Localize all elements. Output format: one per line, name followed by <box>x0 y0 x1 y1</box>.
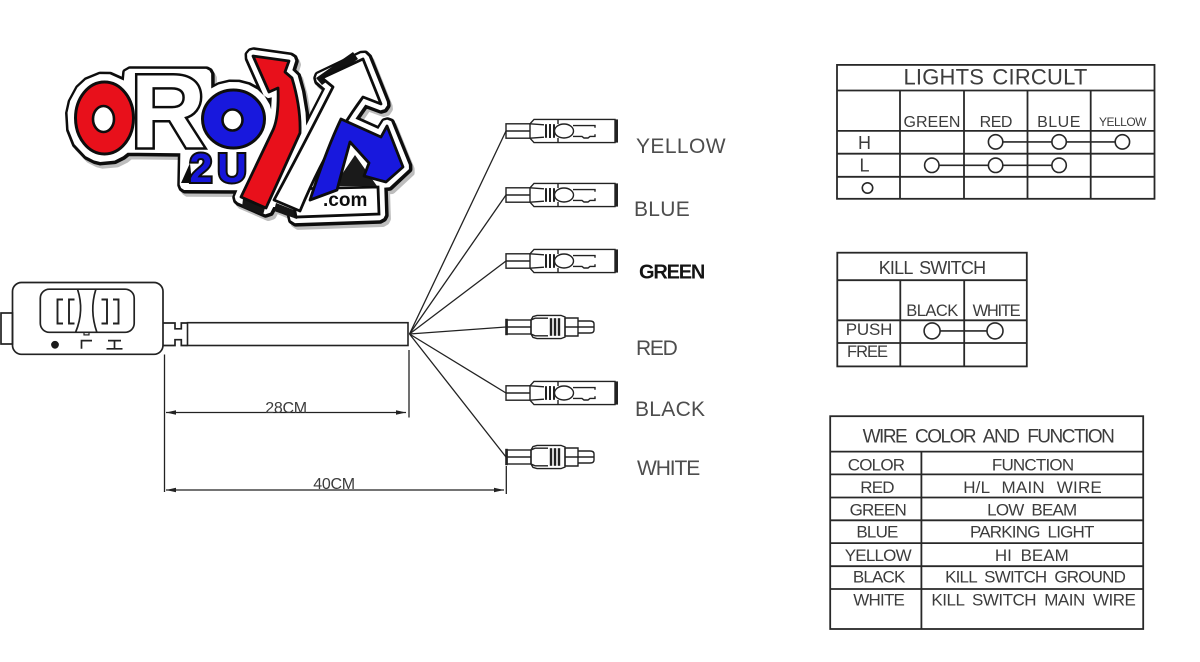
svg-text:BLUE: BLUE <box>1037 114 1081 131</box>
svg-text:2U: 2U <box>190 145 252 191</box>
svg-text:LIGHTS CIRCULT: LIGHTS CIRCULT <box>903 65 1087 90</box>
svg-text:28CM: 28CM <box>265 400 306 417</box>
svg-text:KILL SWITCH GROUND: KILL SWITCH GROUND <box>945 568 1126 587</box>
svg-text:.com: .com <box>323 190 367 211</box>
svg-text:GREEN: GREEN <box>904 114 961 131</box>
svg-text:L: L <box>859 156 869 176</box>
svg-text:H: H <box>858 133 871 153</box>
svg-text:KILL SWITCH MAIN WIRE: KILL SWITCH MAIN WIRE <box>931 591 1135 610</box>
svg-text:40CM: 40CM <box>313 476 354 493</box>
svg-text:YELLOW: YELLOW <box>845 546 912 565</box>
svg-text:KILL SWITCH: KILL SWITCH <box>879 258 986 278</box>
svg-text:R: R <box>131 54 206 170</box>
svg-text:YELLOW: YELLOW <box>636 135 726 158</box>
svg-text:H/L MAIN WIRE: H/L MAIN WIRE <box>963 478 1102 497</box>
svg-text:RED: RED <box>860 478 894 497</box>
svg-text:PUSH: PUSH <box>846 320 892 339</box>
svg-text:FREE: FREE <box>847 343 888 361</box>
svg-text:FUNCTION: FUNCTION <box>992 455 1073 474</box>
svg-text:BLUE: BLUE <box>856 523 898 542</box>
svg-text:LOW BEAM: LOW BEAM <box>987 501 1076 520</box>
svg-text:WHITE: WHITE <box>853 591 904 610</box>
svg-text:GREEN: GREEN <box>850 501 906 520</box>
svg-text:PARKING LIGHT: PARKING LIGHT <box>970 523 1094 542</box>
svg-text:WHITE: WHITE <box>637 457 700 480</box>
svg-text:RED: RED <box>980 114 1012 131</box>
svg-text:COLOR: COLOR <box>848 455 905 474</box>
svg-text:RED: RED <box>636 337 678 360</box>
svg-text:BLACK: BLACK <box>906 302 958 320</box>
svg-text:WIRE COLOR AND FUNCTION: WIRE COLOR AND FUNCTION <box>863 426 1115 447</box>
svg-text:HI BEAM: HI BEAM <box>995 546 1069 565</box>
svg-text:YELLOW: YELLOW <box>1099 115 1147 129</box>
svg-text:BLACK: BLACK <box>635 398 705 421</box>
svg-text:BLACK: BLACK <box>853 568 906 587</box>
svg-text:GREEN: GREEN <box>639 262 705 284</box>
svg-text:WHITE: WHITE <box>973 302 1021 320</box>
svg-text:BLUE: BLUE <box>634 198 690 221</box>
